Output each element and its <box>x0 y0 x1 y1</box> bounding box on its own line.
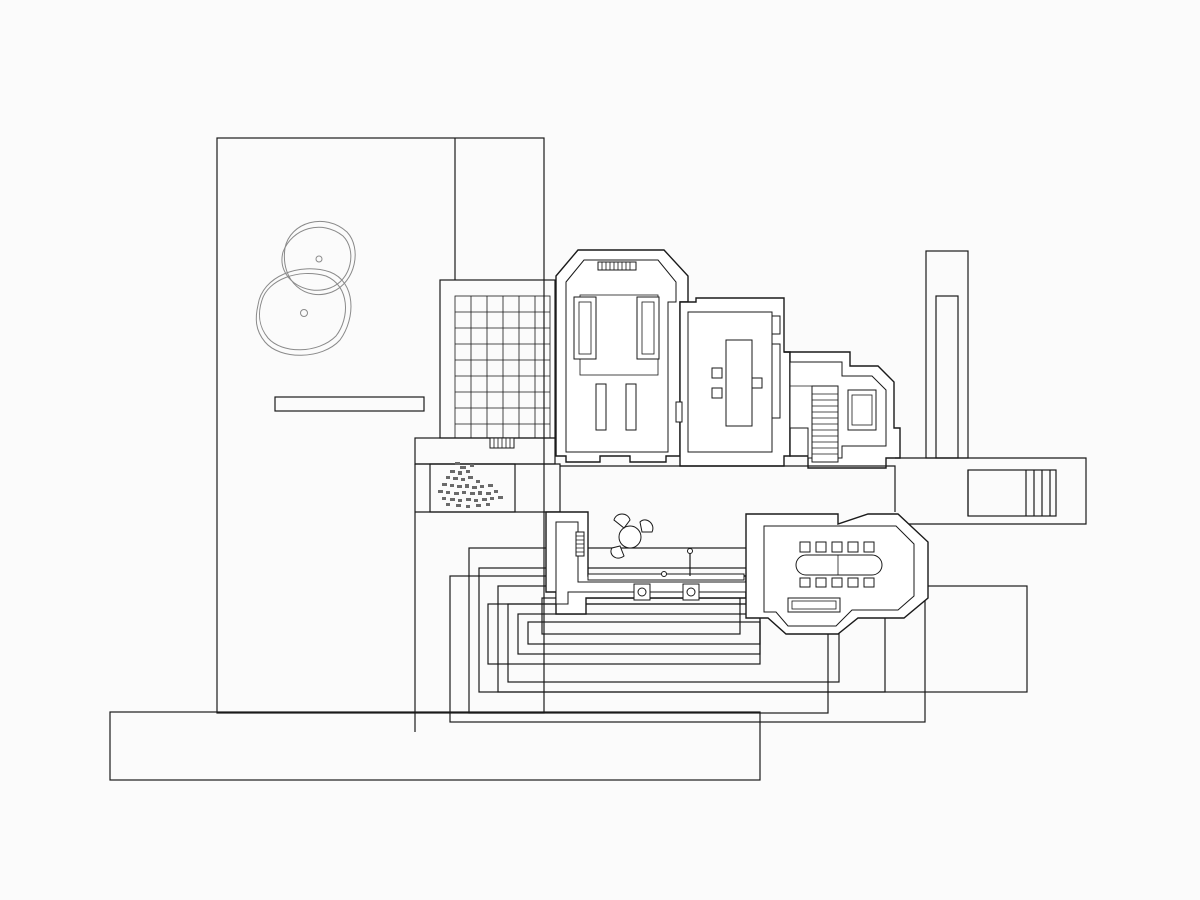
sofa-left-cushion <box>578 301 592 355</box>
ground-level <box>414 437 1087 732</box>
stair-treads <box>812 393 838 455</box>
counter-knob <box>661 571 667 577</box>
front-forecourt <box>109 711 761 781</box>
east-terrace <box>895 457 1087 525</box>
kitchen-island <box>725 339 753 427</box>
tree-trunk-upper <box>315 255 323 263</box>
garden-trees <box>255 221 356 356</box>
tower-inner <box>935 295 959 459</box>
standing-lamp-head <box>687 548 693 554</box>
platform-tier-8 <box>527 621 761 645</box>
side-bench-left <box>595 383 607 431</box>
tower-outline <box>925 250 969 459</box>
lounge-chair-3 <box>610 545 625 559</box>
dining-sideboard-top <box>791 600 837 610</box>
tree-trunk-lower <box>300 309 308 317</box>
sofa-right <box>636 296 660 360</box>
dining-room <box>745 513 929 635</box>
planting-dots <box>438 462 503 508</box>
kitchen-stool-3 <box>751 377 763 389</box>
tiled-terrace <box>439 279 556 439</box>
coffee-table <box>618 525 642 549</box>
tree-canopy-lower <box>255 268 352 356</box>
radiator-upper <box>597 261 637 271</box>
entrance-block <box>545 511 747 615</box>
kitchen-counter-upper <box>771 315 781 335</box>
dining-chairs-top <box>799 541 875 553</box>
sofa-right-cushion <box>641 301 655 355</box>
tree-canopy-upper <box>283 221 356 296</box>
wardrobe-inner <box>851 394 873 426</box>
radiator-lower-fins <box>493 438 511 448</box>
terrace-tile-field <box>454 295 551 439</box>
stair-hall <box>784 351 901 469</box>
kitchen-door-jamb <box>675 401 683 423</box>
east-tower <box>925 250 969 459</box>
dining-chairs-bottom <box>799 577 875 588</box>
entrance-radiator-fins <box>576 535 584 553</box>
terrace-tile-grid <box>455 296 550 438</box>
fireplace-right-core <box>686 587 696 597</box>
living-room <box>555 249 689 463</box>
site-outline <box>109 137 761 781</box>
tree-canopy-lower-outline <box>259 273 346 351</box>
kitchen-stool-2 <box>711 387 723 399</box>
planting-texture <box>438 462 503 508</box>
lounge-chair-1 <box>613 513 631 529</box>
dining-table <box>795 554 883 576</box>
dining-sideboard <box>787 597 841 613</box>
lounge-chair-2 <box>639 519 654 533</box>
side-bench-right <box>625 383 637 431</box>
kitchen-stool-1 <box>711 367 723 379</box>
terrace-step-upper <box>414 437 556 465</box>
tree-canopy-upper-outline <box>281 226 352 291</box>
east-steps <box>1025 470 1051 516</box>
radiator-upper-fins <box>601 262 631 270</box>
kitchen-counter-side <box>771 343 781 419</box>
fireplace-left-core <box>637 587 647 597</box>
garden-bench-slab <box>274 396 425 412</box>
central-hall-top <box>560 465 896 512</box>
sofa-left <box>573 296 597 360</box>
east-terrace-steps-area <box>967 469 1057 517</box>
garden-lawn-area <box>216 137 545 714</box>
kitchen-room <box>675 297 791 467</box>
terrace-outline <box>439 279 556 439</box>
lounge-set <box>610 513 654 559</box>
wardrobe <box>847 389 877 431</box>
